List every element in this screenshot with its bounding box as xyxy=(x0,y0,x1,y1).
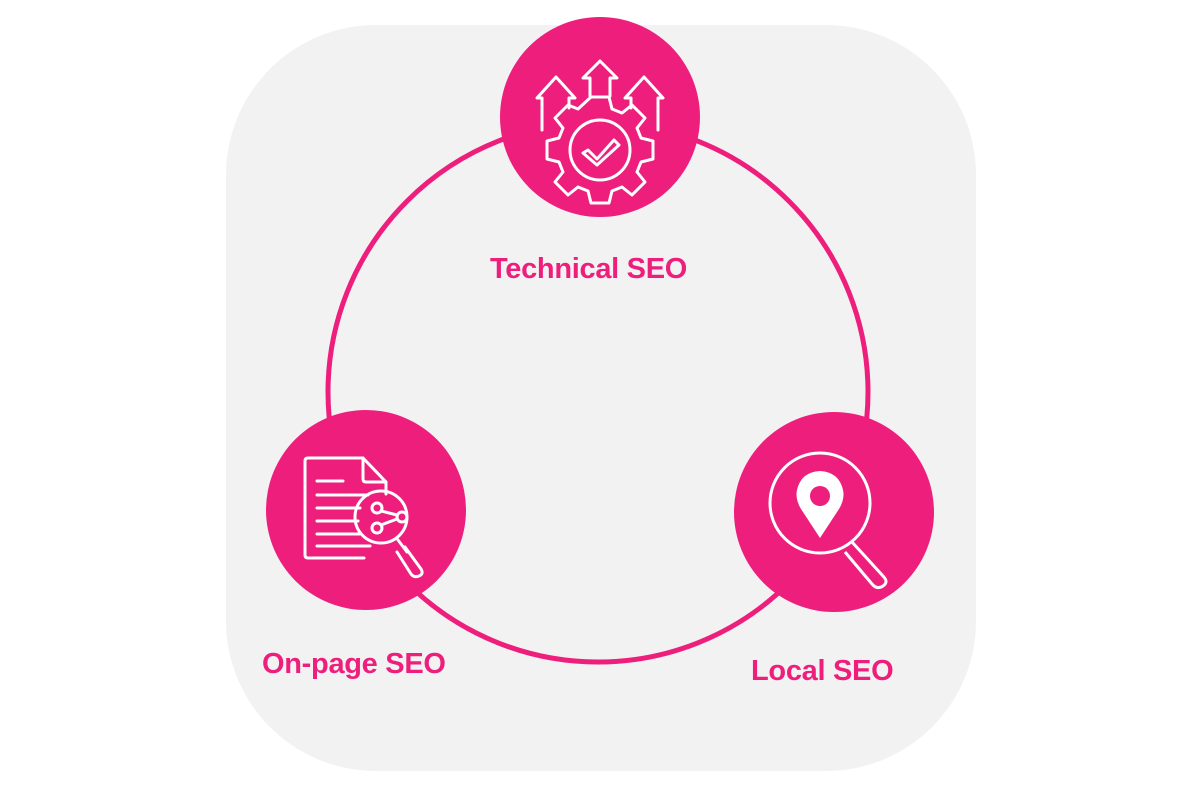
label-on-page-seo: On-page SEO xyxy=(262,648,446,680)
node-technical-seo xyxy=(500,17,700,217)
label-local-seo: Local SEO xyxy=(751,655,894,687)
label-technical-seo: Technical SEO xyxy=(490,253,688,285)
node-on-page-seo xyxy=(266,410,466,610)
document-magnifier-share-icon xyxy=(303,456,424,579)
magnifier-location-pin-icon xyxy=(768,451,888,590)
node-local-seo xyxy=(734,412,934,612)
gear-check-arrows-icon xyxy=(535,59,665,205)
